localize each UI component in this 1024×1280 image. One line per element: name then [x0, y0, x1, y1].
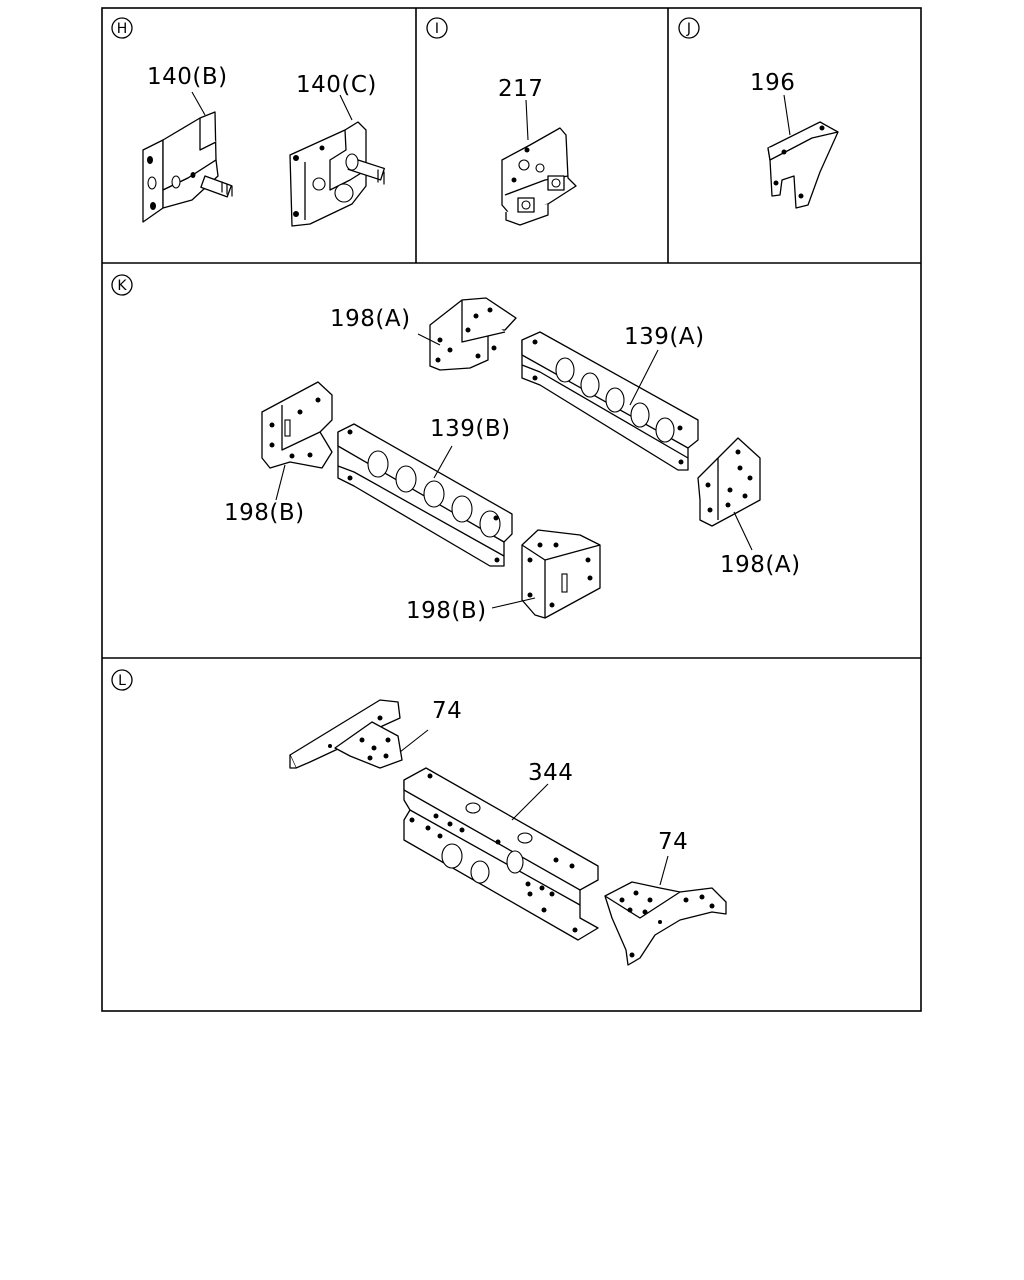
plate-74-upper-drawing: [289, 699, 403, 769]
crossmember-139b-drawing: [337, 423, 513, 567]
gusset-198a-upper-drawing: [429, 297, 517, 371]
svg-text:H: H: [117, 21, 128, 37]
section-i: I 217: [426, 17, 577, 226]
callout-198b-left: 198(B): [224, 500, 305, 526]
callout-217: 217: [498, 76, 543, 102]
callout-139a: 139(A): [624, 324, 705, 350]
callout-198b-bottom: 198(B): [406, 598, 487, 624]
svg-text:J: J: [686, 21, 691, 37]
bracket-140b-drawing: [142, 111, 233, 223]
callout-196: 196: [750, 70, 795, 96]
callout-140c: 140(C): [296, 72, 377, 98]
diagram-frames: [101, 7, 922, 1012]
section-h: H 140(B): [111, 17, 385, 227]
gusset-198b-left-drawing: [261, 381, 333, 469]
crossmember-139a-drawing: [521, 331, 699, 471]
callout-198a-upper: 198(A): [330, 306, 411, 332]
section-l-marker: L: [111, 669, 133, 691]
svg-text:K: K: [117, 278, 127, 294]
section-l: L 74: [111, 669, 727, 966]
callout-139b: 139(B): [430, 416, 511, 442]
bracket-217-drawing: [501, 127, 577, 226]
callout-140b: 140(B): [147, 64, 228, 90]
section-j-marker: J: [678, 17, 700, 39]
section-j: J 196: [678, 17, 839, 209]
callout-344: 344: [528, 760, 573, 786]
bracket-140c-drawing: [289, 121, 385, 227]
crossmember-344-drawing: [403, 767, 599, 941]
callout-74-lower: 74: [658, 829, 688, 855]
svg-text:L: L: [118, 673, 126, 689]
gusset-198a-right-drawing: [697, 437, 761, 527]
plate-74-lower-drawing: [604, 881, 727, 966]
section-h-marker: H: [111, 17, 133, 39]
section-i-marker: I: [426, 17, 448, 39]
section-k-marker: K: [111, 274, 133, 296]
bracket-196-drawing: [767, 121, 839, 209]
callout-74-upper: 74: [432, 698, 462, 724]
svg-text:I: I: [435, 21, 439, 37]
callout-198a-right: 198(A): [720, 552, 801, 578]
gusset-198b-bottom-drawing: [521, 529, 601, 619]
section-k: K 198(A): [111, 274, 801, 624]
